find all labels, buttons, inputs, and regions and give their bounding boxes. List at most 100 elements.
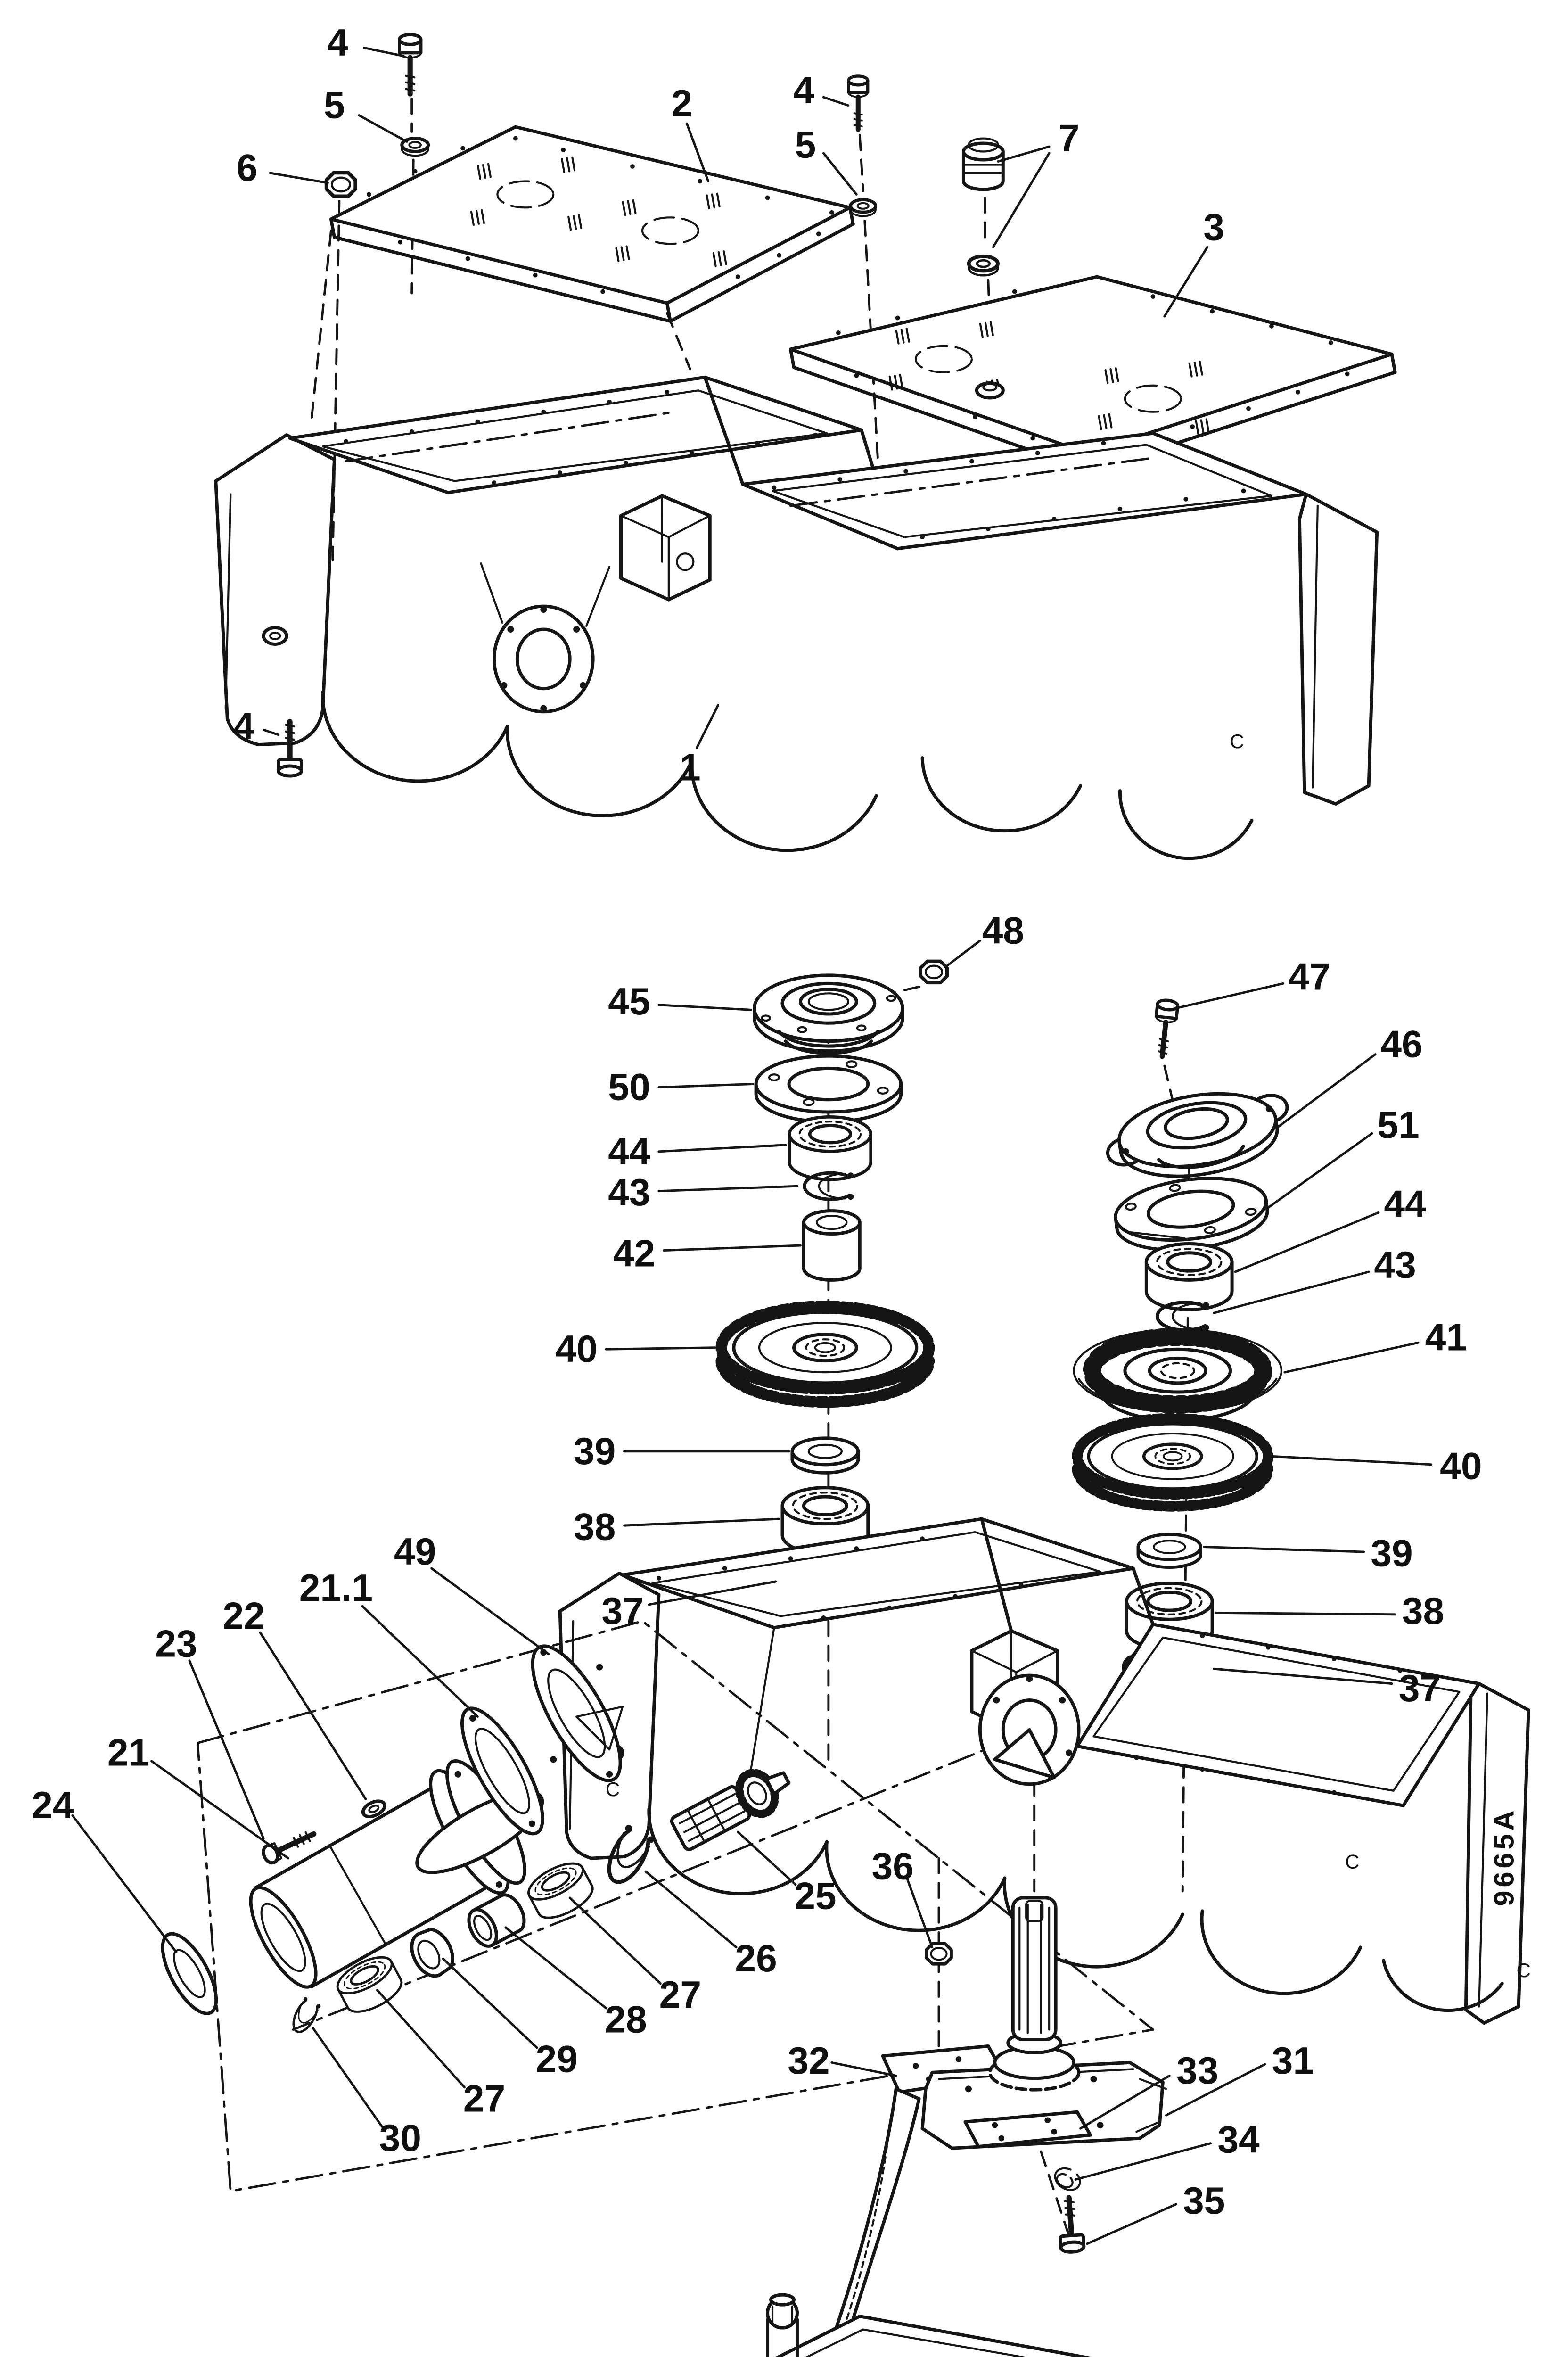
leader-line-31: [1165, 2063, 1266, 2117]
washer-39-left: [792, 1438, 858, 1473]
leader-line-32: [830, 2061, 897, 2077]
leader-line-28: [504, 1926, 607, 2010]
leader-line-2: [685, 122, 710, 182]
leader-line-40: [1270, 1455, 1433, 1466]
washer-22: [361, 1799, 386, 1819]
circlip-43-right: [1158, 1302, 1209, 1331]
callout-49: 49: [394, 1531, 436, 1573]
callout-6: 6: [237, 147, 258, 189]
center-flange: [480, 562, 611, 714]
leader-line-46: [1277, 1053, 1377, 1128]
letter-mark: C: [1230, 730, 1244, 752]
leader-line-24: [71, 1814, 178, 1953]
callout-27: 27: [659, 1974, 701, 2016]
callout-30: 30: [379, 2117, 421, 2159]
cover-2-bolt-holes: [366, 136, 834, 294]
leader-line-35: [1086, 2203, 1177, 2245]
leader-line-37: [1213, 1667, 1393, 1685]
letter-mark: C: [1516, 1959, 1530, 1981]
bolt-4-right: [848, 76, 868, 129]
leader-line-27: [376, 1989, 466, 2089]
lock-washer-34: [1054, 2167, 1081, 2191]
callout-36: 36: [871, 1846, 913, 1888]
bevel-gear-41: [1074, 1329, 1281, 1420]
callout-34: 34: [1217, 2119, 1260, 2161]
leader-line-7: [997, 145, 1051, 163]
callout-40: 40: [1440, 1445, 1482, 1487]
bolt-35: [1058, 2197, 1084, 2252]
leader-line-48: [944, 940, 981, 968]
pinion-shaft-25: [670, 1769, 791, 1851]
leader-line-51: [1267, 1132, 1373, 1209]
washer-5-right: [851, 200, 876, 216]
assembled-pto-knuckle: [766, 2293, 799, 2357]
callout-47: 47: [1289, 956, 1330, 998]
bolt-23: [262, 1831, 317, 1865]
leader-line-4: [822, 96, 850, 107]
leader-line-33: [1079, 2074, 1171, 2130]
bolt-47: [1152, 999, 1178, 1057]
callout-50: 50: [608, 1066, 650, 1109]
leader-line-29: [442, 1957, 538, 2049]
gearbox-housing-1: [214, 375, 1379, 860]
bearing-cap-45: [753, 973, 904, 1055]
nut-6: [327, 173, 356, 196]
callout-32: 32: [788, 2040, 829, 2082]
callout-43: 43: [608, 1171, 650, 1214]
callout-33: 33: [1176, 2050, 1218, 2092]
bearing-44-right: [1146, 1244, 1232, 1310]
leader-line-41: [1283, 1341, 1420, 1374]
callout-38: 38: [574, 1506, 616, 1549]
callout-24: 24: [32, 1784, 74, 1827]
callout-31: 31: [1272, 2040, 1314, 2082]
nut-48: [921, 961, 947, 982]
callout-2: 2: [671, 82, 692, 125]
leader-line-3: [1163, 246, 1209, 318]
leader-line-38: [623, 1517, 780, 1527]
leader-line-42: [662, 1244, 802, 1252]
callout-46: 46: [1380, 1023, 1422, 1066]
callout-41: 41: [1425, 1317, 1467, 1359]
cover-plate-2: [329, 125, 855, 323]
tine-holder-31: [920, 1896, 1167, 2150]
callout-51: 51: [1377, 1104, 1419, 1146]
callout-44: 44: [608, 1130, 650, 1173]
gasket-50: [754, 1054, 903, 1124]
housing-1-rim-bolt-holes: [344, 389, 1246, 540]
leader-line-4: [262, 728, 280, 736]
callout-35: 35: [1183, 2180, 1225, 2222]
bearing-cover-46: [1106, 1092, 1289, 1178]
leader-line-38: [1214, 1611, 1396, 1616]
leader-line-47: [1174, 982, 1284, 1010]
gear-40-right: [1077, 1418, 1268, 1506]
callout-4: 4: [793, 69, 814, 112]
leader-line-5: [358, 114, 408, 143]
bolt-4-top-left: [399, 34, 420, 94]
leader-line-39: [1203, 1546, 1365, 1553]
letter-mark: C: [606, 1778, 620, 1800]
bearing-44-left: [789, 1117, 871, 1179]
exploded-parts-diagram: 9665A 4562457314484550444342403938374746…: [32, 22, 1531, 2357]
seal-24: [161, 1932, 218, 2015]
gearbox-housing-2: [558, 1517, 1530, 2025]
leader-line-6: [269, 172, 329, 184]
callout-39: 39: [574, 1430, 616, 1473]
leader-line-43: [1213, 1270, 1370, 1314]
leader-line-36: [906, 1879, 934, 1949]
callout-43: 43: [1374, 1244, 1416, 1286]
leader-line-21.1: [361, 1605, 479, 1718]
leader-line-45: [657, 1004, 753, 1011]
callout-29: 29: [536, 2038, 578, 2080]
leader-line-37: [648, 1580, 777, 1606]
leader-line-30: [312, 2027, 384, 2128]
callout-1: 1: [680, 747, 701, 789]
callout-5: 5: [795, 124, 816, 166]
center-flange-2: [978, 1673, 1081, 1786]
clevis-bracket: [619, 494, 712, 602]
nut-36: [926, 1944, 951, 1964]
leader-line-5: [822, 152, 858, 196]
clamp-plate-33: [963, 2110, 1092, 2149]
cover-3-fitting-boss: [975, 381, 1005, 400]
